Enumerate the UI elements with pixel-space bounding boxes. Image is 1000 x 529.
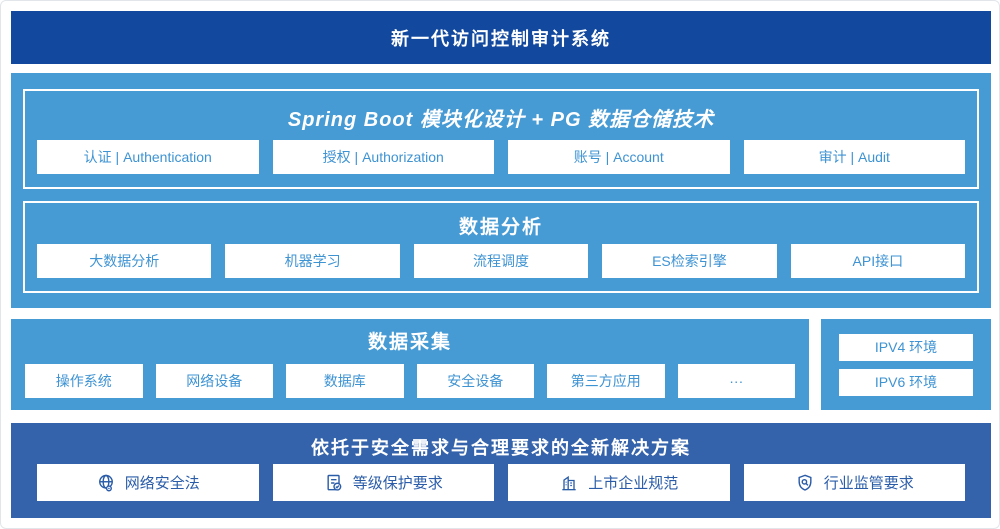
env-ipv4: IPV4 环境 <box>839 333 973 361</box>
spring-boot-title: Spring Boot 模块化设计 + PG 数据仓储技术 <box>287 109 715 131</box>
source-more: ··· <box>677 364 795 398</box>
solution-listed-company-rules: 上市企业规范 <box>508 464 730 501</box>
system-title: 新一代访问控制审计系统 <box>391 28 611 49</box>
solution-items-row: 网络安全法 等级保护要求 <box>37 464 965 501</box>
solution-title: 依托于安全需求与合理要求的全新解决方案 <box>311 438 691 458</box>
source-security-device: 安全设备 <box>416 364 534 398</box>
source-third-party-app: 第三方应用 <box>547 364 665 398</box>
env-ipv6: IPV6 环境 <box>839 368 973 396</box>
building-icon <box>559 473 579 493</box>
solution-classified-protection: 等级保护要求 <box>272 464 494 501</box>
spring-boot-box: Spring Boot 模块化设计 + PG 数据仓储技术 认证 | Authe… <box>23 89 979 189</box>
source-database: 数据库 <box>286 364 404 398</box>
data-collection-section: 数据采集 操作系统 网络设备 数据库 安全设备 第三方应用 ··· <box>11 319 809 410</box>
data-analysis-box: 数据分析 大数据分析 机器学习 流程调度 ES检索引擎 API接口 <box>23 201 979 293</box>
solution-item-label: 等级保护要求 <box>352 475 443 492</box>
data-analysis-title: 数据分析 <box>458 217 543 238</box>
module-authentication: 认证 | Authentication <box>37 140 259 174</box>
document-check-icon <box>324 473 344 493</box>
spring-modules-row: 认证 | Authentication 授权 | Authorization 账… <box>37 140 965 174</box>
module-audit: 审计 | Audit <box>743 140 965 174</box>
platform-section: Spring Boot 模块化设计 + PG 数据仓储技术 认证 | Authe… <box>11 73 991 308</box>
analysis-modules-row: 大数据分析 机器学习 流程调度 ES检索引擎 API接口 <box>37 244 966 278</box>
solution-section: 依托于安全需求与合理要求的全新解决方案 网络安全法 <box>11 423 991 518</box>
solution-cybersecurity-law: 网络安全法 <box>37 464 259 501</box>
solution-item-label: 网络安全法 <box>124 475 200 492</box>
globe-location-icon <box>96 473 116 493</box>
solution-item-label: 上市企业规范 <box>588 475 679 492</box>
shield-search-icon <box>795 473 815 493</box>
collection-modules-row: 操作系统 网络设备 数据库 安全设备 第三方应用 ··· <box>25 364 795 398</box>
module-api-interface: API接口 <box>790 244 966 278</box>
data-collection-title: 数据采集 <box>367 332 452 353</box>
module-es-search-engine: ES检索引擎 <box>602 244 777 278</box>
module-bigdata-analysis: 大数据分析 <box>37 244 212 278</box>
module-workflow-scheduling: 流程调度 <box>413 244 589 278</box>
module-machine-learning: 机器学习 <box>225 244 400 278</box>
module-account: 账号 | Account <box>508 140 730 174</box>
top-banner: 新一代访问控制审计系统 <box>11 11 991 64</box>
solution-industry-regulation: 行业监管要求 <box>743 464 965 501</box>
solution-item-label: 行业监管要求 <box>823 475 914 492</box>
environment-panel: IPV4 环境 IPV6 环境 <box>821 319 991 410</box>
source-operating-system: 操作系统 <box>25 364 143 398</box>
module-authorization: 授权 | Authorization <box>272 140 494 174</box>
source-network-device: 网络设备 <box>155 364 273 398</box>
